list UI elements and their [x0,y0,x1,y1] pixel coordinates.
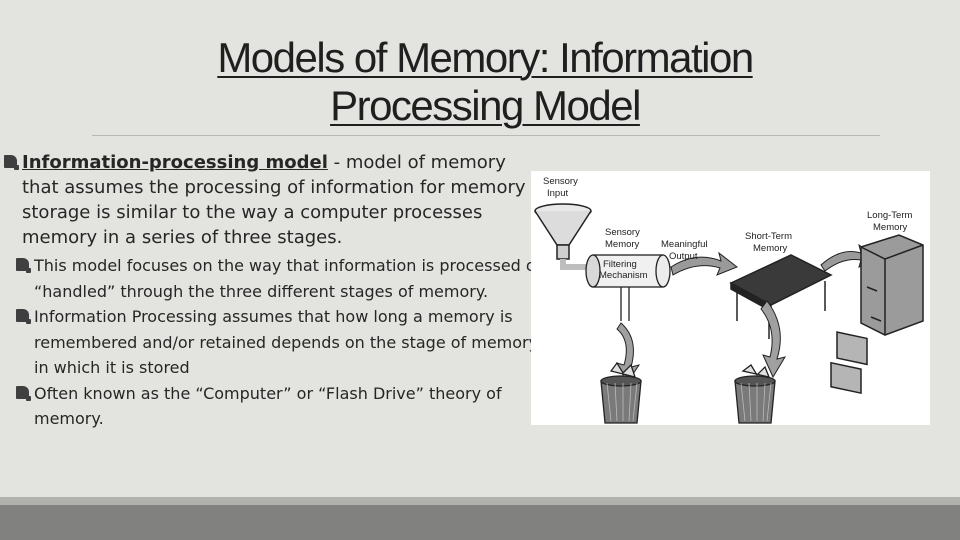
sub-bullet-text: Often known as the “Computer” or “Flash … [34,383,502,429]
sub-bullet-1: This model focuses on the way that infor… [4,253,544,304]
title-divider [92,135,880,136]
label-meaningful-output-2: Output [669,251,698,262]
title-line-2: Processing Model [330,82,641,129]
main-bullet-term: Information-processing model [22,152,328,173]
arrow-icon [760,300,787,379]
sub-bullet-text: This model focuses on the way that infor… [34,256,543,301]
sub-bullet-text: Information Processing assumes that how … [34,307,539,377]
label-sensory-input: Sensory [543,176,578,187]
label-filtering: Filtering [603,259,637,270]
title-line-1: Models of Memory: Information [217,34,754,81]
label-short-term: Short-Term [745,231,792,242]
footer-band-light [0,497,960,505]
label-sensory-input-2: Input [547,188,568,199]
slide-body: Information-processing model - model of … [4,150,544,432]
sub-bullet-3: Often known as the “Computer” or “Flash … [4,381,544,432]
bullet-icon [16,385,31,401]
filing-cabinet-icon [830,234,924,395]
arrow-icon [670,251,738,276]
bullet-icon [16,258,31,273]
label-filtering-2: Mechanism [599,270,648,281]
main-bullet-text: - model of memory that assumes the proce… [22,152,526,248]
memory-model-figure: Sensory Input Sensory Memory Meaningful … [531,171,930,425]
trash-can-icon [600,361,642,424]
memory-model-diagram: Sensory Input Sensory Memory Meaningful … [534,176,924,424]
label-meaningful-output: Meaningful [661,239,707,250]
table-icon [729,254,833,339]
sub-bullet-2: Information Processing assumes that how … [4,304,544,381]
label-short-term-2: Memory [753,243,788,254]
label-sensory-memory-2: Memory [605,239,640,250]
slide-title: Models of Memory: Information Processing… [120,34,850,130]
label-sensory-memory: Sensory [605,227,640,238]
filter-cylinder-icon [585,254,671,321]
bullet-icon [4,155,19,170]
main-bullet: Information-processing model - model of … [4,150,544,250]
bullet-icon [16,309,31,324]
footer-band-dark [0,505,960,540]
trash-can-icon [734,364,776,424]
label-long-term-2: Memory [873,222,908,233]
funnel-icon [534,203,603,270]
label-long-term: Long-Term [867,210,912,221]
